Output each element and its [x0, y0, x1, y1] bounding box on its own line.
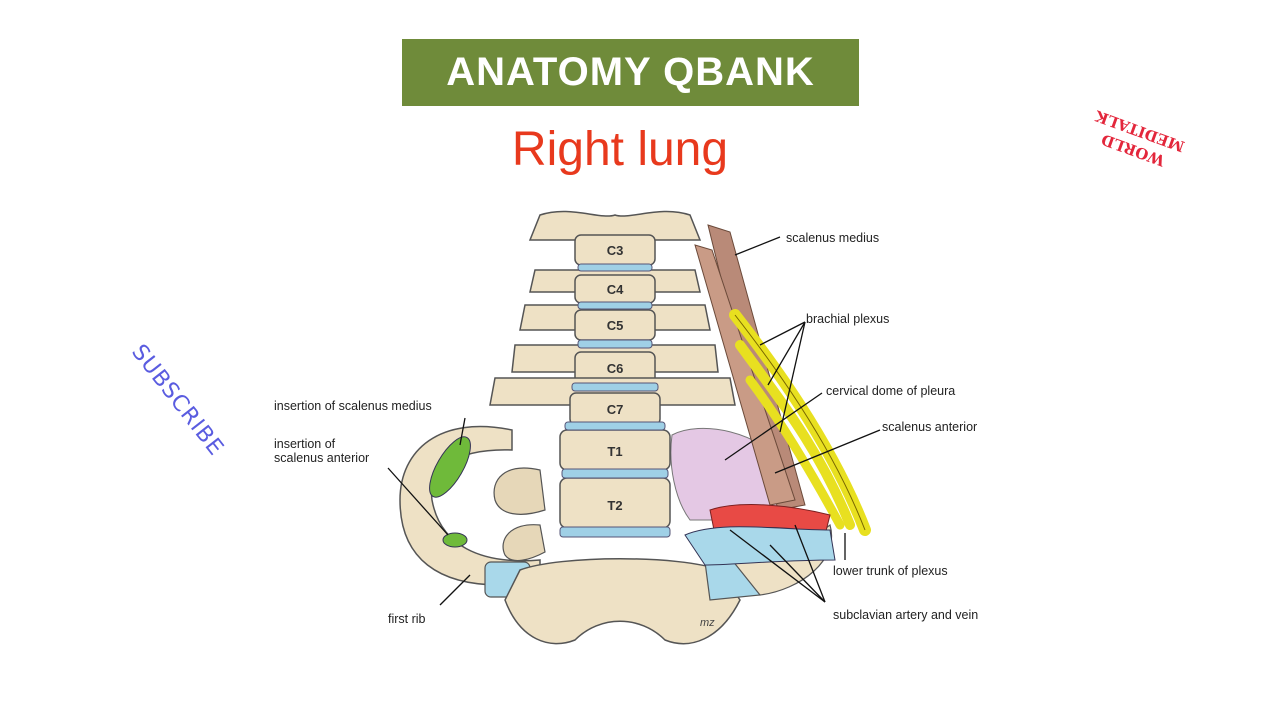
- scalenus-anterior-muscle: [694, 244, 796, 506]
- third-rib-left: [502, 524, 546, 562]
- label-cervical-dome: cervical dome of pleura: [826, 384, 956, 398]
- label-lower-trunk: lower trunk of plexus: [833, 564, 948, 578]
- label-subclavian: subclavian artery and vein: [833, 608, 979, 622]
- label-scalenus-anterior: scalenus anterior: [882, 420, 978, 434]
- vertebra-c3: C3: [607, 243, 624, 258]
- manubrium: [504, 558, 741, 645]
- vertebra-c7: C7: [607, 402, 624, 417]
- label-insertion-anterior-line2: scalenus anterior: [274, 451, 370, 465]
- vertebra-c5: C5: [607, 318, 624, 333]
- vertebra-c6: C6: [607, 361, 624, 376]
- vertebra-t1: T1: [607, 444, 622, 459]
- insertion-anterior-patch: [442, 532, 468, 548]
- label-scalenus-medius: scalenus medius: [786, 231, 880, 245]
- leader-lines: [387, 236, 881, 606]
- second-rib-left: [493, 467, 546, 515]
- label-brachial-plexus: brachial plexus: [806, 312, 890, 326]
- artist-signature: mz: [700, 617, 715, 629]
- banner-title: ANATOMY QBANK: [446, 50, 815, 94]
- label-insertion-anterior-line1: insertion of: [274, 437, 336, 451]
- vertebra-t2: T2: [607, 498, 622, 513]
- banner: ANATOMY QBANK: [402, 39, 859, 106]
- label-insertion-medius: insertion of scalenus medius: [274, 399, 432, 413]
- vertebra-labels: C3 C4 C5 C6 C7 T1 T2: [607, 243, 624, 513]
- cervical-spine: [489, 210, 736, 529]
- insertion-medius-patch: [429, 436, 471, 498]
- intervertebral-discs: [559, 263, 671, 538]
- page-title: Right lung: [511, 123, 729, 176]
- subclavian-vein: [684, 526, 836, 566]
- vertebra-c4: C4: [607, 282, 624, 297]
- label-first-rib: first rib: [388, 612, 426, 626]
